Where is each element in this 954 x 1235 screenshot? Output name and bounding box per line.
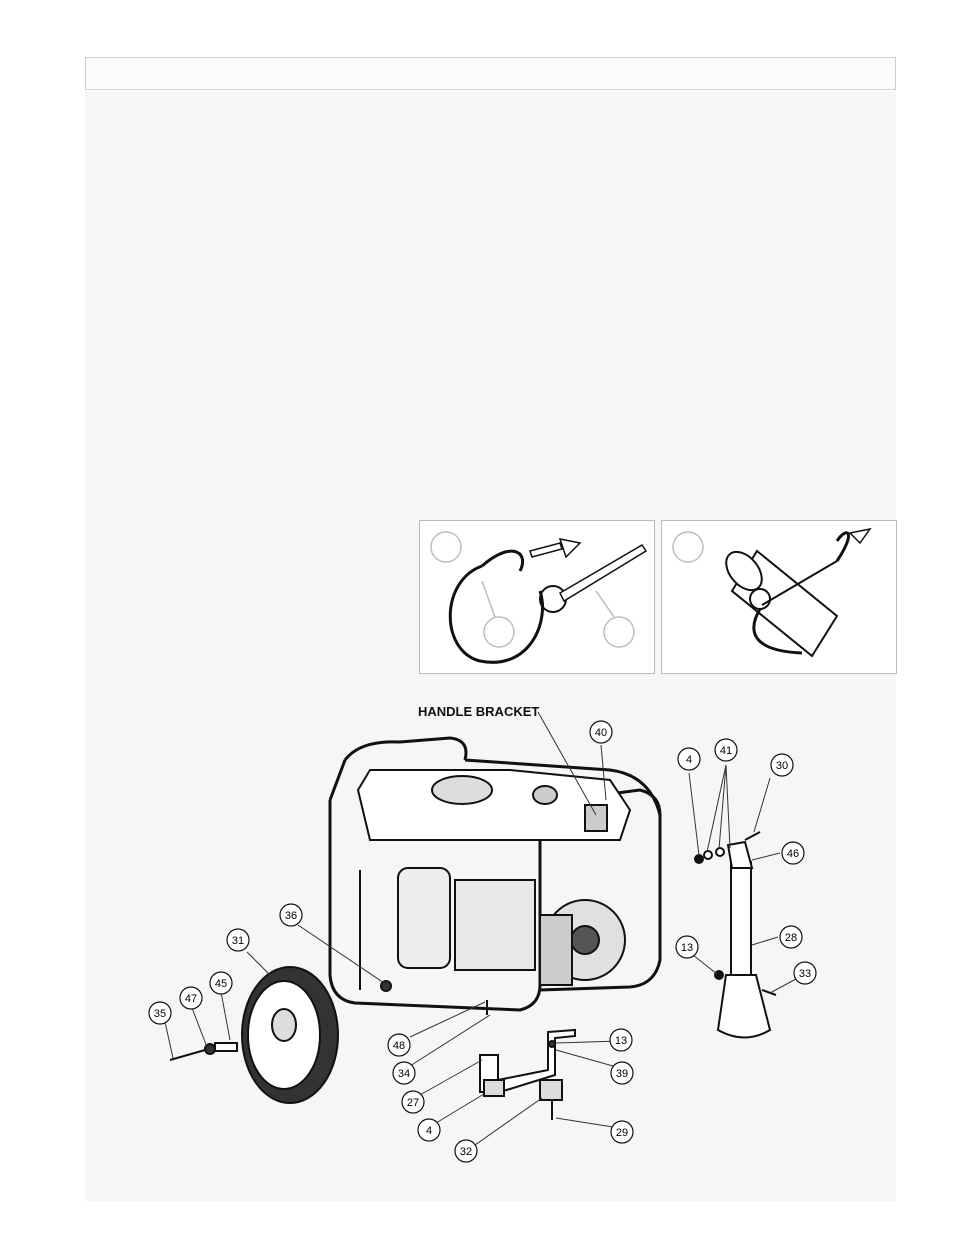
- handle-bracket-label: HANDLE BRACKET: [418, 704, 539, 719]
- part-balloon: 4: [418, 1119, 440, 1141]
- handle-assembly: [695, 832, 776, 1038]
- part-number-label: 32: [460, 1146, 472, 1158]
- part-number-label: 31: [232, 935, 244, 947]
- part-number-label: 41: [720, 745, 732, 757]
- part-number-label: 27: [407, 1097, 419, 1109]
- part-balloon: 45: [210, 972, 232, 994]
- part-number-label: 47: [185, 993, 197, 1005]
- part-balloon: 29: [611, 1121, 633, 1143]
- part-number-label: 35: [154, 1008, 166, 1020]
- part-number-label: 39: [616, 1068, 628, 1080]
- part-balloon: 4: [678, 748, 700, 770]
- part-number-label: 30: [776, 760, 788, 772]
- part-number-label: 48: [393, 1040, 405, 1052]
- part-balloon: 32: [455, 1140, 477, 1162]
- foot-bracket: [480, 1030, 575, 1120]
- part-number-label: 13: [615, 1035, 627, 1047]
- part-balloon: 28: [780, 926, 802, 948]
- part-balloon: 47: [180, 987, 202, 1009]
- part-balloon: 30: [771, 754, 793, 776]
- part-balloon: 33: [794, 962, 816, 984]
- part-number-label: 4: [686, 754, 692, 766]
- part-number-label: 34: [398, 1068, 410, 1080]
- part-number-label: 33: [799, 968, 811, 980]
- part-balloon: 27: [402, 1091, 424, 1113]
- part-balloon: 36: [280, 904, 302, 926]
- part-balloon: 34: [393, 1062, 415, 1084]
- part-balloon: 41: [715, 739, 737, 761]
- part-number-label: 46: [787, 848, 799, 860]
- part-balloon: 39: [611, 1062, 633, 1084]
- part-balloon: 13: [610, 1029, 632, 1051]
- part-number-label: 4: [426, 1125, 432, 1137]
- part-balloon: 31: [227, 929, 249, 951]
- part-number-label: 28: [785, 932, 797, 944]
- part-number-label: 36: [285, 910, 297, 922]
- part-number-label: 40: [595, 727, 607, 739]
- part-balloon: 48: [388, 1034, 410, 1056]
- part-number-label: 45: [215, 978, 227, 990]
- part-balloon: 35: [149, 1002, 171, 1024]
- part-balloon: 46: [782, 842, 804, 864]
- handle-bracket: [585, 805, 607, 831]
- part-number-label: 13: [681, 942, 693, 954]
- part-number-label: 29: [616, 1127, 628, 1139]
- part-balloon: 13: [676, 936, 698, 958]
- part-balloon: 40: [590, 721, 612, 743]
